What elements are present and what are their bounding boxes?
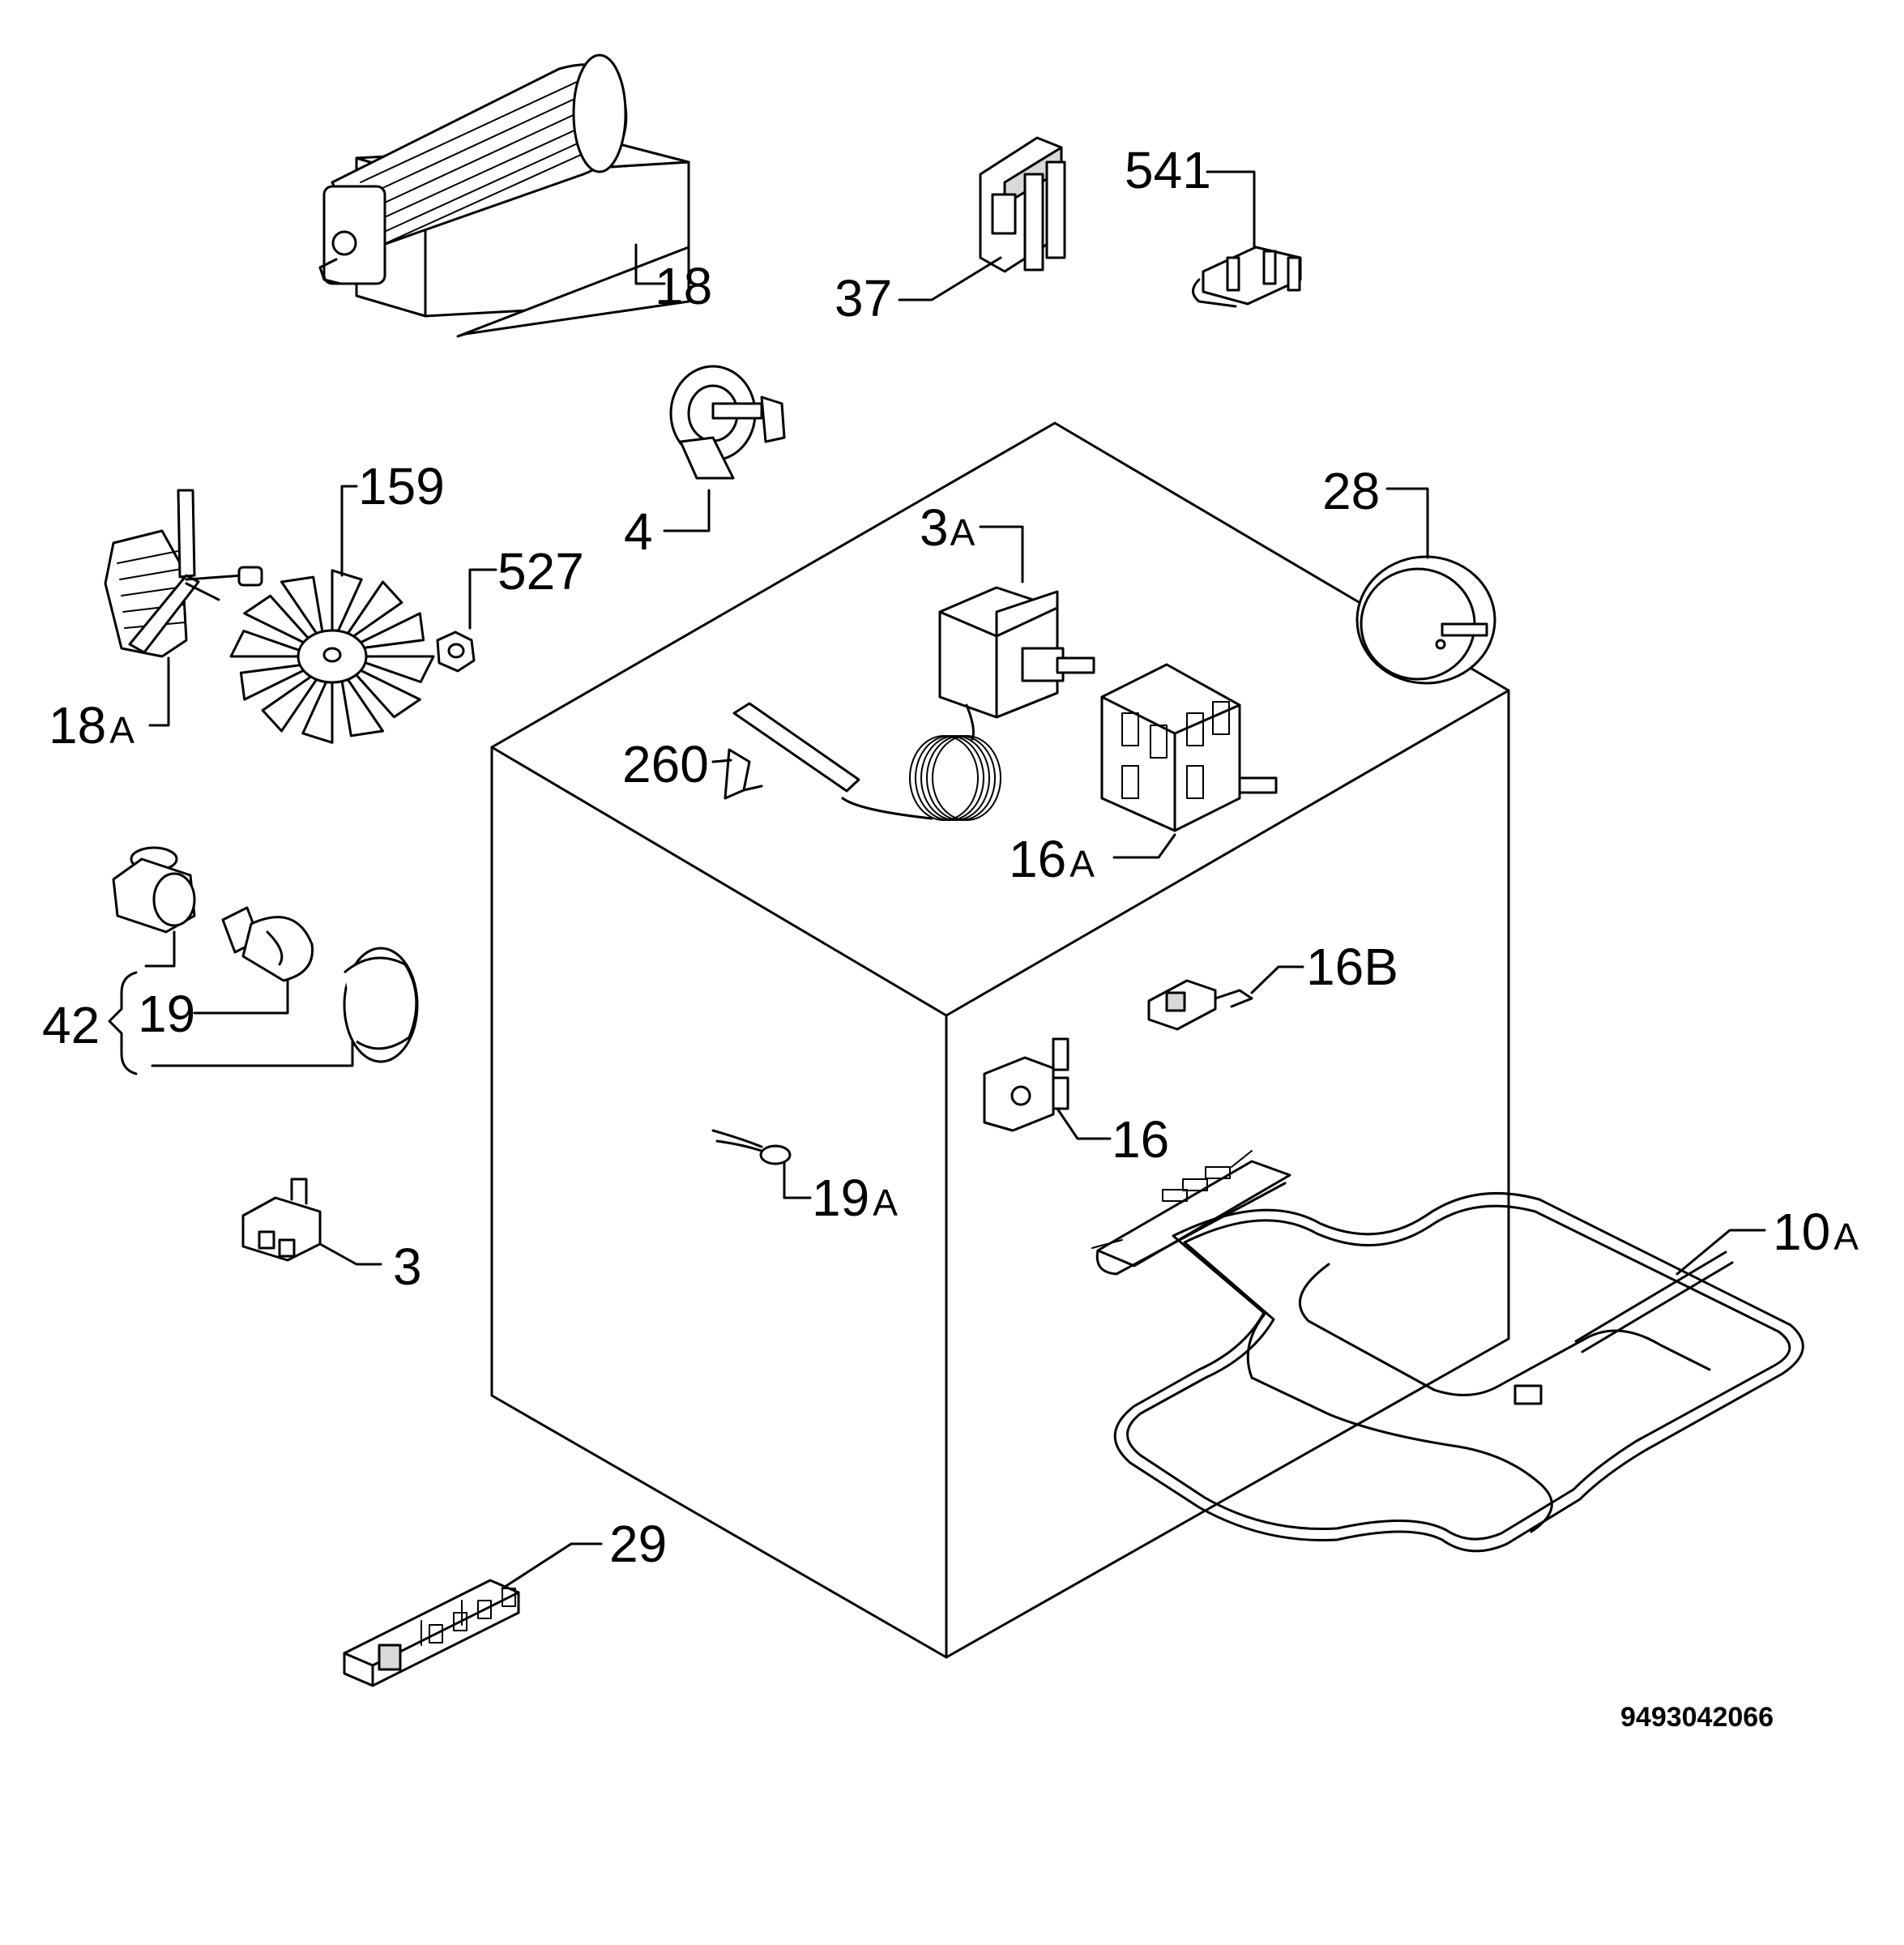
callout-10A: 10A: [1773, 1203, 1859, 1261]
fan-motor-part: [104, 489, 263, 727]
callout-19: 19: [138, 985, 195, 1043]
relay-part: [983, 1037, 1112, 1140]
timer-part: [1355, 487, 1496, 685]
selector-switch-part: [1100, 663, 1278, 859]
door-switch-part: [1147, 965, 1304, 1031]
callout-541: 541: [1125, 141, 1211, 199]
bracket-part: [241, 1178, 382, 1266]
callout-29: 29: [609, 1515, 667, 1573]
callout-labels: 18 37 541 4 159 527 18A 3A 28 260 16A 42…: [42, 141, 1859, 1733]
callout-28: 28: [1322, 462, 1380, 520]
callout-527: 527: [497, 542, 584, 601]
grill-element-part: [1091, 1150, 1804, 1553]
rotisserie-motor-part: [663, 365, 786, 532]
thermostat-part: [732, 525, 1095, 821]
callout-260: 260: [622, 735, 709, 793]
callout-18A: 18A: [49, 696, 134, 754]
drawing-number: 9493042066: [1620, 1702, 1774, 1733]
lamp-assembly-part: [108, 846, 419, 1075]
fan-blade-part: [229, 485, 435, 744]
callout-4: 4: [624, 502, 653, 561]
callout-159: 159: [358, 457, 445, 515]
oven-cavity-box: [490, 421, 1510, 1659]
callout-3A: 3A: [920, 498, 975, 557]
tangential-fan-part: [318, 53, 690, 338]
terminal-block-part: [1192, 170, 1302, 308]
callout-16B: 16B: [1306, 938, 1398, 996]
ignition-unit-part: [343, 1542, 603, 1687]
callout-37: 37: [835, 269, 892, 327]
callout-19A: 19A: [812, 1169, 898, 1227]
switch-part: [898, 136, 1066, 301]
callout-16: 16: [1112, 1110, 1169, 1169]
callout-3: 3: [393, 1238, 422, 1296]
callout-18: 18: [655, 257, 712, 315]
fan-nut-part: [436, 568, 497, 673]
callout-42: 42: [42, 996, 100, 1054]
lamp-wire-part: [711, 1129, 812, 1199]
clip-part: [711, 748, 763, 800]
callout-16A: 16A: [1009, 830, 1095, 888]
